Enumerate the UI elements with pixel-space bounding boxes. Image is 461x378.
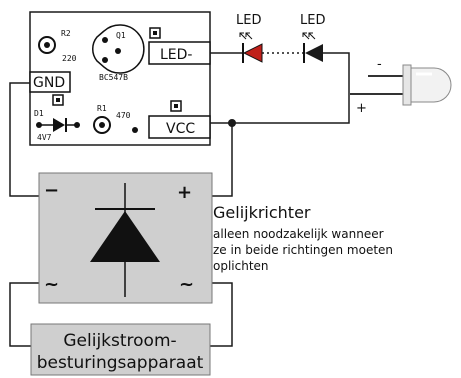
d1-pad-right — [74, 122, 80, 128]
vcc-pad-inner — [174, 104, 178, 108]
d1-label: D1 — [34, 109, 44, 118]
r2-component: R2 220 — [38, 29, 77, 63]
gnd-pad-inner — [56, 98, 60, 102]
led-physical: - + — [350, 57, 452, 116]
rectifier-note-line2: ze in beide richtingen moeten — [213, 243, 393, 257]
q1-transistor: Q1 BC547B — [91, 24, 145, 82]
q1-label: Q1 — [116, 31, 126, 40]
rectifier-minus-label: − — [44, 180, 59, 201]
rectifier-diode-triangle — [90, 211, 160, 262]
wire-ac-left — [9, 282, 39, 347]
led-body — [410, 67, 452, 103]
led-red: LED — [236, 13, 263, 63]
controller-line1: Gelijkstroom- — [63, 331, 176, 351]
controller-box — [30, 323, 211, 376]
gnd-pin-box — [29, 71, 71, 93]
led1-label: LED — [236, 13, 261, 28]
pcb-board: R2 220 Q1 BC547B LED- GND D1 — [29, 11, 211, 146]
led-red-emission-arrows — [239, 32, 253, 40]
led-pad-inner — [153, 31, 157, 35]
rectifier-ac-right-label: ~ — [179, 274, 194, 295]
dc-controller: Gelijkstroom- besturingsapparaat — [30, 323, 211, 376]
controller-line2: besturingsapparaat — [37, 353, 204, 373]
gnd-pin-label: GND — [33, 75, 65, 91]
r1-pad-2 — [132, 127, 138, 133]
led-red-triangle — [242, 43, 263, 63]
led-dark-triangle — [305, 44, 323, 62]
r1-pad-hole — [99, 122, 105, 128]
d1-diode: D1 4V7 — [34, 109, 80, 142]
q1-pin-2 — [115, 48, 121, 54]
d1-value: 4V7 — [37, 133, 52, 142]
rectifier-title: Gelijkrichter — [213, 203, 311, 222]
q1-pin-3 — [102, 57, 108, 63]
rectifier-plus-label: + — [177, 182, 192, 203]
rectifier-note-line3: oplichten — [213, 259, 269, 273]
rectifier-note-line1: alleen noodzakelijk wanneer — [213, 227, 384, 241]
wire-gnd — [9, 82, 39, 197]
vcc-pin-label: VCC — [166, 121, 195, 137]
rectifier: − + ~ ~ — [38, 172, 213, 304]
led-base-flange — [402, 64, 412, 106]
q1-pin-1 — [102, 37, 108, 43]
q1-type: BC547B — [99, 73, 128, 82]
wire-junction — [228, 119, 236, 127]
r2-label: R2 — [61, 29, 71, 38]
r1-label: R1 — [97, 104, 107, 113]
wire-led-plus-rail — [232, 52, 350, 124]
gnd-connector: GND — [29, 71, 71, 106]
wires — [9, 52, 350, 347]
led-minus-label: - — [377, 57, 382, 72]
led-dark-emission-arrows — [302, 32, 316, 40]
wire-ac-right — [210, 282, 233, 347]
led-plus-label: + — [356, 101, 367, 116]
r1-value: 470 — [116, 111, 131, 120]
r1-component: R1 470 — [93, 104, 138, 134]
led-minus-connector: LED- — [148, 27, 211, 65]
led2-label: LED — [300, 13, 325, 28]
vcc-connector: VCC — [148, 100, 211, 139]
vcc-pin-box — [148, 115, 211, 139]
led-dark: LED — [300, 13, 325, 63]
wire-rectifier-plus — [212, 123, 233, 197]
r2-pad-hole — [44, 42, 50, 48]
rectifier-ac-left-label: ~ — [44, 274, 59, 295]
rectifier-caption: Gelijkrichter alleen noodzakelijk wannee… — [213, 203, 393, 273]
r2-value: 220 — [62, 54, 77, 63]
led-pin-label: LED- — [160, 47, 192, 63]
d1-triangle — [53, 118, 65, 132]
